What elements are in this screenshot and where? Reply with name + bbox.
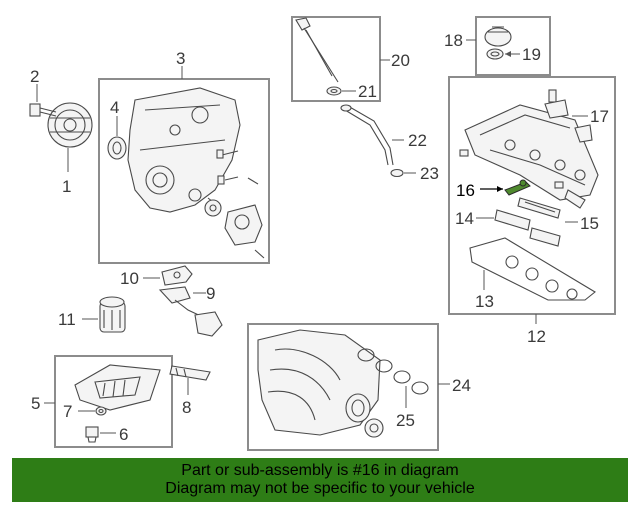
callout-1: 1 [62,177,71,196]
callout-15: 15 [580,214,599,233]
callout-5: 5 [31,394,40,413]
oil-level-sensor [169,365,211,381]
callout-7: 7 [63,402,72,421]
valve-cover-box [448,76,616,315]
callout-25: 25 [396,411,415,430]
intake-manifold-box [247,323,439,451]
spark-plug-tube-seal [517,197,561,219]
filler-cap-box [475,16,551,76]
pulley-bolt [29,103,57,117]
front-oil-seal [107,136,127,160]
callout-11: 11 [58,310,76,329]
intake-manifold-gaskets [357,348,429,395]
valve-cover-bolts [459,124,593,209]
callout-16: 16 [456,181,475,200]
callout-22: 22 [408,131,427,150]
oil-filter-gasket [161,265,193,286]
callout-12: 12 [527,327,546,346]
intake-manifold [257,329,384,438]
dipstick-box [291,16,381,102]
callout-20: 20 [391,51,410,70]
callout-13: 13 [475,292,494,311]
info-banner: Part or sub-assembly is #16 in diagram D… [12,458,628,502]
callout-14: 14 [455,209,474,228]
oil-filler-cap [484,26,512,47]
callout-17: 17 [590,107,609,126]
timing-chain-cover [127,87,241,213]
water-pump-housing [224,204,263,246]
filler-cap-gasket [486,48,504,60]
callout-8: 8 [182,398,191,417]
highlighted-part-16 [504,179,531,196]
tube-o-ring [390,168,404,178]
valve-cover-gasket [469,237,596,301]
dipstick-tube [340,104,394,166]
callout-19: 19 [522,45,541,64]
callout-4: 4 [110,98,119,117]
oil-drain-gasket [95,406,107,416]
oil-strainer [158,286,223,337]
callout-23: 23 [420,164,439,183]
dipstick-o-ring [326,86,342,96]
banner-line-2: Diagram may not be specific to your vehi… [165,480,475,497]
oil-drain-plug [85,426,99,443]
oil-pan [74,364,161,411]
callout-6: 6 [119,425,128,444]
callout-24: 24 [452,376,471,395]
crankshaft-pulley [47,102,93,148]
callout-9: 9 [206,284,215,303]
valve-cover [464,104,599,201]
timing-cover-box [98,78,270,264]
valve-cover-gasket-strip [494,209,561,247]
callout-21: 21 [358,82,377,101]
callout-3: 3 [176,49,185,68]
idler-and-tensioner [188,188,222,217]
pcv-valve [544,89,569,119]
oil-filter [99,296,126,333]
callout-2: 2 [30,67,39,86]
oil-pan-box [54,355,173,448]
callout-18: 18 [444,31,463,50]
callout-10: 10 [120,269,139,288]
banner-line-1: Part or sub-assembly is #16 in diagram [181,462,459,479]
oil-dipstick [295,17,339,83]
